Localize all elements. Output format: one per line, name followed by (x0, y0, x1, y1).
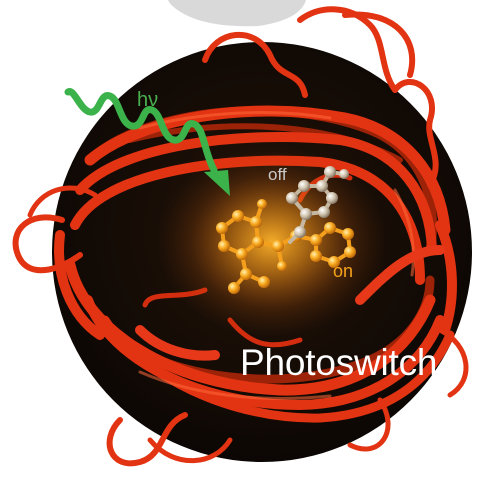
photoswitch-title: Photoswitch (240, 342, 438, 383)
gray-cap (168, 0, 306, 27)
light-label: hν (137, 89, 159, 111)
off-state-label: off (268, 165, 287, 184)
protein-ribbon-front (135, 245, 445, 361)
chromophore-on (216, 199, 356, 294)
protein-ribbon (12, 6, 469, 467)
wavy-arrow-icon (64, 88, 230, 196)
on-state-label: on (333, 261, 354, 281)
chromophore-off (286, 166, 349, 244)
